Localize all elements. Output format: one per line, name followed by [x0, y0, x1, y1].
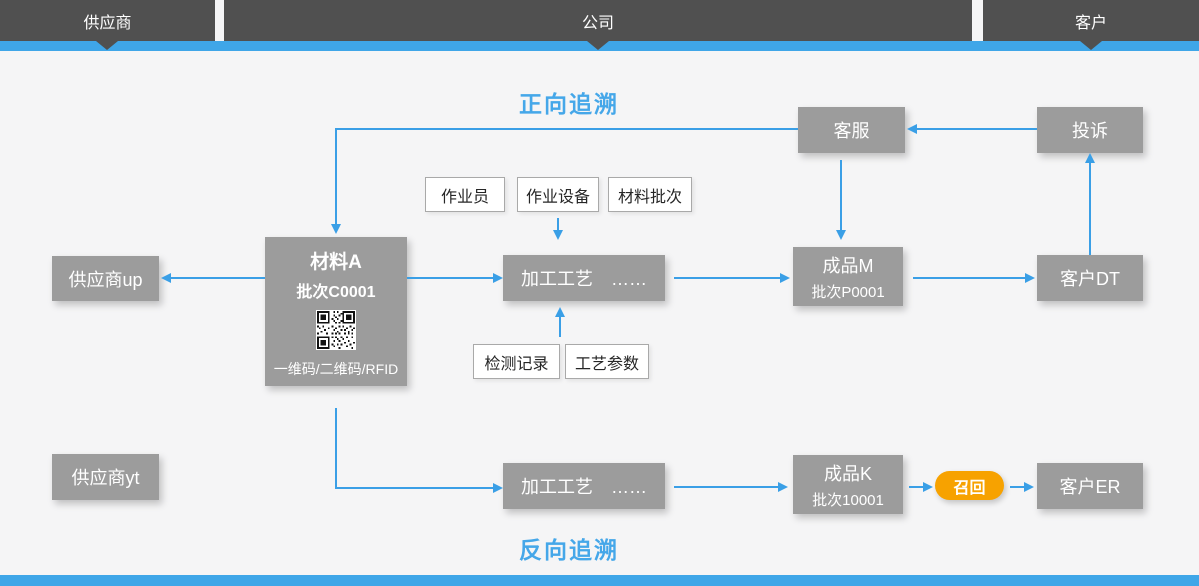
node-product-m-batch: 批次P0001	[811, 283, 885, 301]
recall-badge-label: 召回	[953, 479, 986, 497]
node-material-a-batch: 批次C0001	[296, 284, 376, 301]
bottom-divider-strip	[0, 575, 1199, 586]
lane-supplier-label: 供应商	[83, 14, 132, 32]
node-product-m: 成品M 批次P0001	[793, 247, 903, 306]
node-product-k-title: 成品K	[823, 463, 872, 484]
node-material-a: 材料A 批次C0001 一维码/二维码/RFID	[265, 237, 407, 386]
node-material-a-title: 材料A	[310, 252, 362, 273]
node-material-batch: 材料批次	[608, 177, 692, 212]
qr-code	[316, 310, 356, 350]
arrow-process2-to-product-k	[674, 486, 778, 488]
node-equipment-label: 作业设备	[525, 188, 590, 206]
arrow-dt-to-complaint	[1089, 163, 1091, 255]
arrowhead-into-material-a	[331, 224, 341, 234]
arrowhead-into-service	[907, 124, 917, 134]
node-complaint: 投诉	[1037, 107, 1143, 153]
arrow-material-to-process2-v	[335, 408, 337, 489]
arrowhead-into-process-top	[493, 273, 503, 283]
node-material-batch-label: 材料批次	[617, 188, 682, 206]
node-operator: 作业员	[425, 177, 505, 212]
node-material-a-caption: 一维码/二维码/RFID	[273, 361, 399, 377]
node-operator-label: 作业员	[440, 188, 489, 206]
node-supplier-yt-label: 供应商yt	[71, 468, 140, 488]
arrowhead-into-customer-dt	[1025, 273, 1035, 283]
lane-customer-pointer	[1080, 41, 1102, 50]
node-process-top-label: 加工工艺 ……	[521, 269, 647, 289]
node-product-k-batch: 批次10001	[812, 491, 884, 509]
arrow-equipment-to-process	[557, 218, 559, 230]
lane-company-label: 公司	[581, 14, 614, 32]
lane-supplier-pointer	[96, 41, 118, 50]
node-supplier-up: 供应商up	[52, 256, 159, 301]
node-customer-er-label: 客户ER	[1059, 477, 1121, 497]
node-supplier-up-label: 供应商up	[68, 269, 143, 290]
arrowhead-into-product-k	[778, 482, 788, 492]
arrowhead-into-product-m-top	[836, 230, 846, 240]
arrowhead-into-supplier-up	[161, 273, 171, 283]
node-customer-service-label: 客服	[833, 121, 870, 141]
recall-badge: 召回	[935, 471, 1004, 500]
node-supplier-yt: 供应商yt	[52, 454, 159, 500]
arrowhead-into-complaint	[1085, 153, 1095, 163]
arrow-product-k-to-recall	[909, 486, 923, 488]
node-inspection-record-label: 检测记录	[484, 355, 549, 373]
arrow-service-to-material-v	[335, 128, 337, 224]
node-process-parameters-label: 工艺参数	[574, 355, 639, 373]
node-inspection-record: 检测记录	[473, 344, 560, 379]
node-customer-dt-label: 客户DT	[1060, 269, 1120, 289]
arrow-material-to-supplier-up	[171, 277, 265, 279]
arrow-complaint-to-service	[917, 128, 1037, 130]
arrow-material-to-process2-h	[335, 487, 493, 489]
arrowhead-into-process-bottom	[493, 483, 503, 493]
arrow-process-to-product-m	[674, 277, 780, 279]
node-customer-er: 客户ER	[1037, 463, 1143, 509]
arrow-material-to-process	[407, 277, 493, 279]
lane-customer-label: 客户	[1074, 14, 1107, 32]
lane-company: 公司	[224, 0, 972, 41]
backward-trace-title: 反向追溯	[519, 537, 619, 563]
arrowhead-records-process	[555, 307, 565, 317]
node-product-m-title: 成品M	[822, 255, 874, 276]
node-product-k: 成品K 批次10001	[793, 455, 903, 514]
forward-trace-title: 正向追溯	[519, 91, 619, 117]
node-process-bottom-label: 加工工艺 ……	[521, 477, 647, 497]
arrow-service-to-product-m	[840, 160, 842, 230]
lane-customer: 客户	[983, 0, 1199, 41]
node-customer-service: 客服	[798, 107, 905, 153]
node-customer-dt: 客户DT	[1037, 255, 1143, 301]
arrow-recall-to-er	[1010, 486, 1024, 488]
arrow-records-to-process	[559, 317, 561, 337]
arrow-service-to-material-h	[336, 128, 798, 130]
node-process-parameters: 工艺参数	[565, 344, 649, 379]
lane-company-pointer	[587, 41, 609, 50]
lane-supplier: 供应商	[0, 0, 215, 41]
arrowhead-into-customer-er	[1024, 482, 1034, 492]
node-equipment: 作业设备	[517, 177, 599, 212]
arrowhead-equipment-process	[553, 230, 563, 240]
node-process-bottom: 加工工艺 ……	[503, 463, 665, 509]
node-process-top: 加工工艺 ……	[503, 255, 665, 301]
arrow-product-m-to-dt	[913, 277, 1025, 279]
arrowhead-into-product-m	[780, 273, 790, 283]
arrowhead-into-recall	[923, 482, 933, 492]
node-complaint-label: 投诉	[1072, 121, 1108, 141]
